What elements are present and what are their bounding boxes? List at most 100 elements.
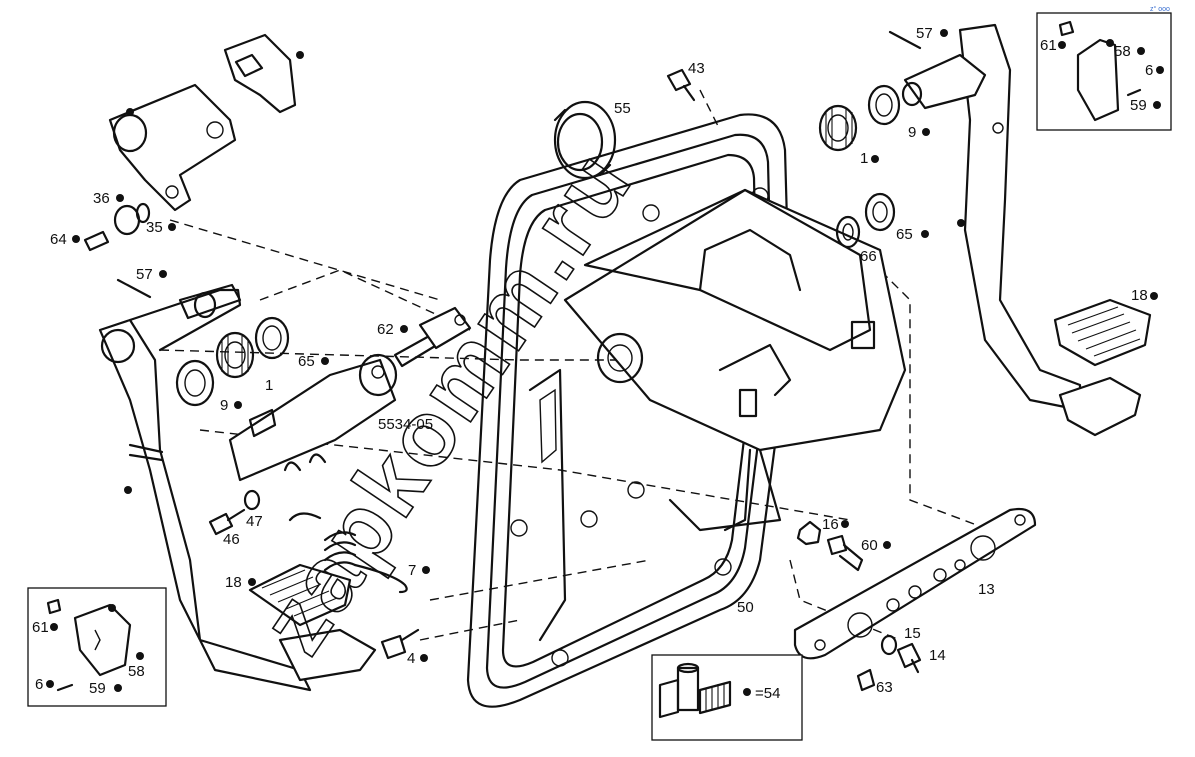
label-l12: 64 xyxy=(50,231,67,248)
label-l9: 1 xyxy=(860,150,868,167)
label-l29: 50 xyxy=(737,599,754,616)
label-l23: 46 xyxy=(223,531,240,548)
label-l21: 18 xyxy=(1131,287,1148,304)
washer-47 xyxy=(243,489,261,511)
label-l10: 36 xyxy=(93,190,110,207)
label-l8: 9 xyxy=(908,124,916,141)
bullet-d3 xyxy=(957,219,965,227)
label-l5: 58 xyxy=(1114,43,1131,60)
bullet-l11 xyxy=(168,223,176,231)
inset-bracket-top-right xyxy=(1036,12,1172,131)
label-l3: 57 xyxy=(916,25,933,42)
label-l16: 62 xyxy=(377,321,394,338)
bullet-l31 xyxy=(136,652,144,660)
label-l19: 9 xyxy=(220,397,228,414)
bullet-l16 xyxy=(400,325,408,333)
bullet-d4 xyxy=(124,486,132,494)
bullet-l34 xyxy=(420,654,428,662)
label-bullets xyxy=(46,29,1164,696)
bolt-46 xyxy=(208,508,246,536)
label-l25: 18 xyxy=(225,574,242,591)
kit-label: =54 xyxy=(755,685,780,702)
bullet-d1 xyxy=(296,51,304,59)
bullet-l17 xyxy=(321,357,329,365)
seal-ring-55 xyxy=(553,100,617,180)
brake-pedal-right xyxy=(958,23,1152,437)
bullet-l4 xyxy=(1058,41,1066,49)
master-cylinder-5534-05 xyxy=(228,353,398,482)
label-l6: 6 xyxy=(1145,62,1153,79)
label-l36: 14 xyxy=(929,647,946,664)
label-l15: 57 xyxy=(136,266,153,283)
bearing-65-right xyxy=(864,192,896,232)
bullet-d5 xyxy=(108,604,116,612)
bullet-d2 xyxy=(126,108,134,116)
push-rod-62 xyxy=(393,306,472,368)
plug-63 xyxy=(856,668,876,692)
bullet-d6 xyxy=(1106,39,1114,47)
nut-16 xyxy=(796,520,822,546)
bullet-l7 xyxy=(1153,101,1161,109)
pedal-shaft xyxy=(178,283,242,320)
bullet-l32 xyxy=(46,680,54,688)
bearing-1-right xyxy=(818,104,858,152)
bullet-l5 xyxy=(1137,47,1145,55)
washer-15 xyxy=(880,634,898,656)
bullet-l21 xyxy=(1150,292,1158,300)
pedal-shaft-right xyxy=(901,53,987,110)
label-l22: 47 xyxy=(246,513,263,530)
label-l35: 15 xyxy=(904,625,921,642)
bullet-l27 xyxy=(883,541,891,549)
return-spring-7 xyxy=(288,512,408,594)
bullet-l30 xyxy=(50,623,58,631)
label-l17: 65 xyxy=(298,353,315,370)
bullet-l15 xyxy=(159,270,167,278)
label-l20: 5534-05 xyxy=(378,416,433,433)
inset-kit-54 xyxy=(651,654,803,741)
corner-mark: z° ooo xyxy=(1150,5,1170,13)
bullet-l3 xyxy=(940,29,948,37)
lever-cam-top xyxy=(223,33,297,114)
bolt-43 xyxy=(666,68,696,102)
bullet-l12 xyxy=(72,235,80,243)
label-l31: 58 xyxy=(128,663,145,680)
bearing-36 xyxy=(113,202,151,236)
bullet-l6 xyxy=(1156,66,1164,74)
washer-66 xyxy=(835,215,861,249)
bolt-60 xyxy=(826,534,864,572)
bullet-l13 xyxy=(921,230,929,238)
label-l34: 4 xyxy=(407,650,415,667)
pin-57-left xyxy=(116,278,152,299)
label-l37: 63 xyxy=(876,679,893,696)
clutch-pedal-left xyxy=(98,288,377,692)
label-l33: 59 xyxy=(89,680,106,697)
label-l18: 1 xyxy=(265,377,273,394)
label-l30: 61 xyxy=(32,619,49,636)
pin-57-right xyxy=(888,30,922,50)
bolt-4 xyxy=(380,628,420,660)
label-l4: 61 xyxy=(1040,37,1057,54)
housing-top-block xyxy=(563,188,907,532)
label-l26: 16 xyxy=(822,516,839,533)
needle-bearings-left xyxy=(215,316,290,379)
bullet-l24 xyxy=(422,566,430,574)
pin-64 xyxy=(83,230,110,252)
label-l2: 55 xyxy=(614,100,631,117)
bullet-l26 xyxy=(841,520,849,528)
label-l13: 65 xyxy=(896,226,913,243)
bullet-l8 xyxy=(922,128,930,136)
label-l11: 35 xyxy=(146,219,163,236)
part-labels: 43 55 57 61 58 6 59 9 1 36 35 64 65 66 5… xyxy=(32,25,1153,702)
label-l7: 59 xyxy=(1130,97,1147,114)
label-l24: 7 xyxy=(408,562,416,579)
bullet-l33 xyxy=(114,684,122,692)
bolt-14 xyxy=(896,642,922,674)
label-l1: 43 xyxy=(688,60,705,77)
bullet-kit xyxy=(743,688,751,696)
bullet-l9 xyxy=(871,155,879,163)
bullet-l10 xyxy=(116,194,124,202)
label-l28: 13 xyxy=(978,581,995,598)
bullet-l25 xyxy=(248,578,256,586)
label-l14: 66 xyxy=(860,248,877,265)
